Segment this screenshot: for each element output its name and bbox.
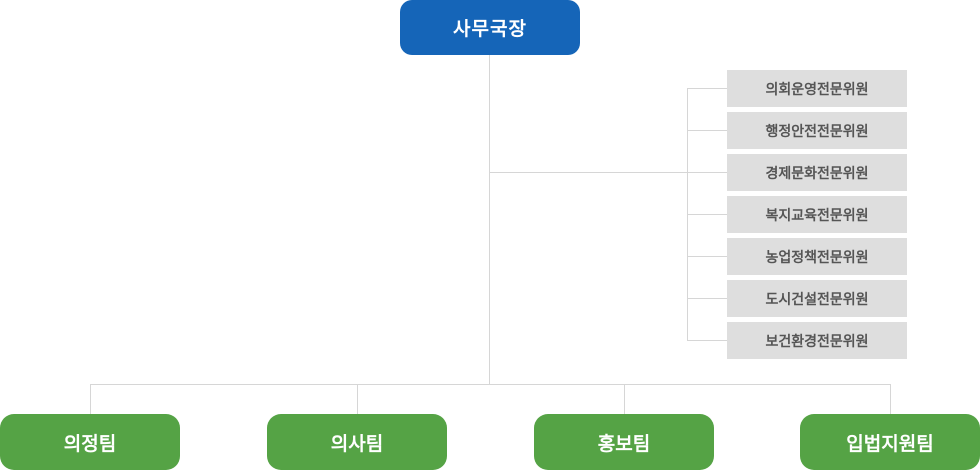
committee-node[interactable]: 행정안전전문위원 [727,112,907,149]
committee-node[interactable]: 복지교육전문위원 [727,196,907,233]
committee-node[interactable]: 의회운영전문위원 [727,70,907,107]
committee-label: 복지교육전문위원 [765,207,869,224]
connector-team-2 [357,384,358,414]
committee-label: 경제문화전문위원 [765,165,869,182]
committee-label: 농업정책전문위원 [765,249,869,266]
team-node[interactable]: 의사팀 [267,414,447,470]
committee-label: 보건환경전문위원 [765,333,869,350]
committee-label: 행정안전전문위원 [765,123,869,140]
team-node[interactable]: 홍보팀 [534,414,714,470]
connector-team-3 [624,384,625,414]
committee-node[interactable]: 보건환경전문위원 [727,322,907,359]
team-label: 의정팀 [63,432,117,455]
head-node-secretary-general[interactable]: 사무국장 [400,0,580,55]
connector-main-vertical [489,55,490,384]
team-node[interactable]: 의정팀 [0,414,180,470]
connector-committee-6 [687,298,727,299]
connector-committee-2 [687,130,727,131]
connector-committee-3 [687,172,727,173]
committee-node[interactable]: 경제문화전문위원 [727,154,907,191]
head-node-label: 사무국장 [453,18,527,40]
team-label: 입법지원팀 [846,432,934,455]
team-node[interactable]: 입법지원팀 [800,414,980,470]
committee-label: 의회운영전문위원 [765,81,869,98]
connector-teams-horizontal [90,384,891,385]
connector-committee-4 [687,214,727,215]
committee-node[interactable]: 도시건설전문위원 [727,280,907,317]
connector-committee-7 [687,340,727,341]
connector-committee-5 [687,256,727,257]
connector-team-1 [90,384,91,414]
committee-node[interactable]: 농업정책전문위원 [727,238,907,275]
team-label: 홍보팀 [597,432,651,455]
connector-team-4 [890,384,891,414]
connector-committee-branch [489,172,687,173]
team-label: 의사팀 [330,432,384,455]
committee-label: 도시건설전문위원 [765,291,869,308]
connector-committee-1 [687,88,727,89]
